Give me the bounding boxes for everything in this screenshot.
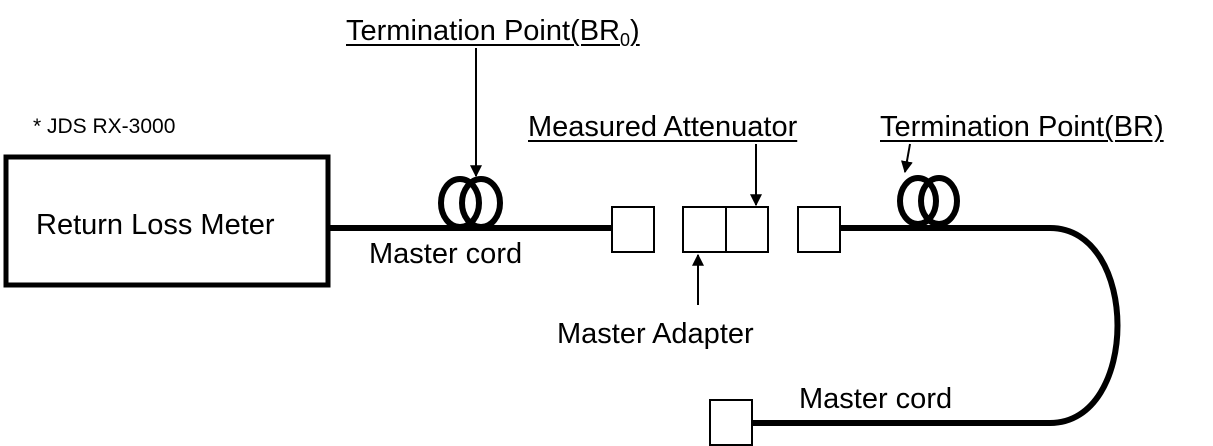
return-loss-meter-box: [3, 154, 331, 288]
master-adapter-box: [682, 206, 727, 253]
termination-top-close: ): [630, 15, 640, 47]
fiber-coil-right-icon: [897, 175, 960, 227]
termination-right-arrow: [900, 143, 913, 174]
device-note: * JDS RX-3000: [33, 115, 176, 138]
master-adapter-label: Master Adapter: [557, 318, 754, 350]
master-cord-bottom-line: [752, 225, 1121, 426]
master-cord-top-label: Master cord: [369, 238, 523, 270]
connector-bottom: [709, 399, 753, 446]
return-loss-meter-label: Return Loss Meter: [36, 209, 275, 241]
fiber-coil-left-icon: [438, 176, 503, 230]
measured-attenuator-label: Measured Attenuator: [528, 111, 798, 143]
termination-point-br-label: Termination Point(BR): [880, 111, 1164, 143]
measured-attenuator-box: [725, 206, 769, 253]
connector-left: [611, 206, 655, 253]
termination-top-subscript: 0: [620, 30, 631, 50]
termination-top-text: Termination Point(BR: [346, 15, 620, 47]
termination-point-br0-label: Termination Point(BR0): [346, 15, 640, 50]
connector-right: [797, 206, 841, 253]
master-cord-bottom-label: Master cord: [799, 383, 953, 415]
